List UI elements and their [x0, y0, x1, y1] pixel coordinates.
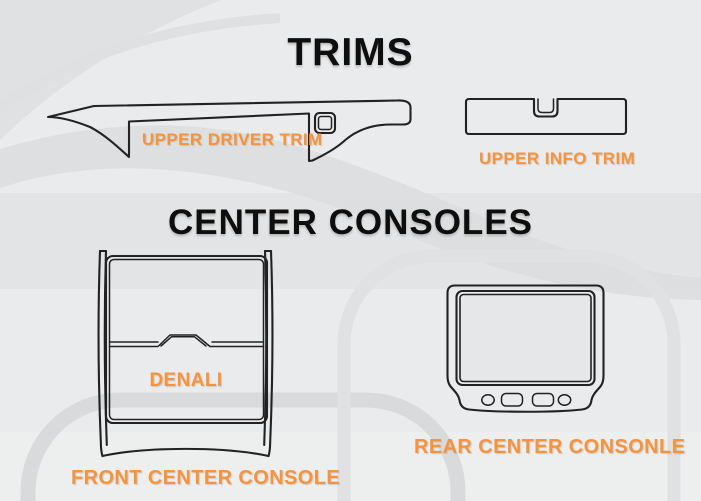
front-console-panel-inner [108, 258, 265, 421]
rear-center-console-outline [446, 284, 605, 413]
watermark-ring-right [337, 249, 681, 501]
watermark-ring-bottom-left [20, 392, 466, 501]
front-console-panel-outer [104, 254, 269, 425]
front-center-console-outline [97, 249, 274, 458]
info-trim-notch-inner [537, 98, 555, 114]
rear-console-screen [459, 293, 592, 383]
rear-console-screen-bezel [455, 289, 596, 387]
trims-section-title: TRIMS [287, 31, 414, 74]
rear-console-knob-right-icon [557, 394, 572, 406]
front-console-variant-label: DENALI [149, 370, 223, 391]
watermark-arc [0, 13, 281, 114]
upper-info-trim-outline [464, 97, 628, 136]
rear-center-console-label: REAR CENTER CONSONLE [414, 436, 686, 458]
rear-console-vent-button-right-icon [531, 392, 555, 407]
rear-console-knob-left-icon [481, 394, 495, 406]
rear-console-vent-button-left-icon [500, 392, 524, 407]
watermark-corner-shape [0, 0, 222, 141]
center-consoles-section-title: CENTER CONSOLES [167, 203, 534, 242]
driver-trim-shape [46, 99, 412, 163]
info-trim-shape [464, 97, 628, 136]
upper-driver-trim-label: UPPER DRIVER TRIM [142, 130, 323, 149]
rear-console-controls [481, 392, 572, 407]
driver-trim-button-cutout [313, 111, 337, 135]
driver-trim-button-cutout-inner [317, 115, 333, 131]
front-console-divider [108, 334, 265, 348]
rear-console-body [446, 284, 605, 413]
upper-driver-trim-outline [46, 99, 412, 163]
front-center-console-label: FRONT CENTER CONSOLE [71, 467, 341, 489]
upper-info-trim-label: UPPER INFO TRIM [479, 149, 636, 168]
front-console-rails [97, 249, 274, 458]
